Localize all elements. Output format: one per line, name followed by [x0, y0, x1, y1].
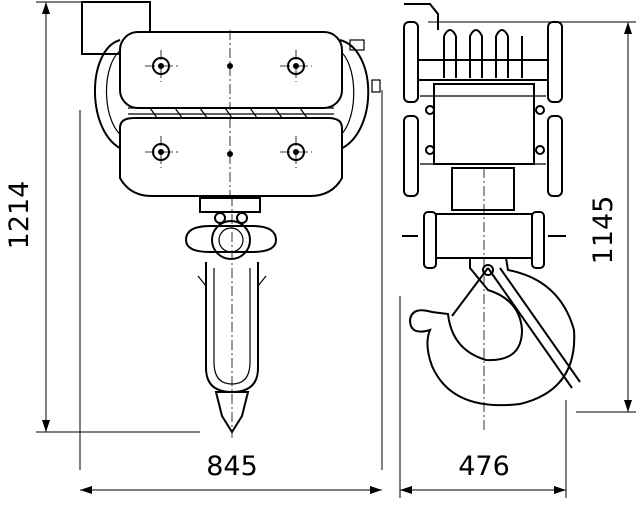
rope-grooves	[443, 36, 523, 78]
left-sheave-arc	[94, 39, 125, 151]
dim-total-height: 1214	[4, 181, 35, 250]
swivel-neck	[199, 197, 261, 213]
right-sheave-upper	[547, 21, 563, 103]
traverse-left	[423, 211, 437, 269]
top-bracket	[81, 1, 151, 55]
dimension-lines	[36, 1, 636, 498]
dim-side-height: 1145	[588, 196, 619, 265]
hook-side	[408, 257, 576, 407]
front-view	[81, 1, 381, 438]
lower-housing	[119, 117, 343, 197]
crosshead-pin	[211, 220, 251, 260]
right-sheave-arc	[337, 39, 370, 151]
left-sheave-upper	[403, 21, 419, 103]
right-sheave-lower	[547, 115, 563, 197]
dim-side-width: 476	[458, 451, 510, 482]
center-block	[433, 83, 535, 165]
side-view	[402, 3, 581, 430]
crosshead	[184, 225, 278, 253]
safety-latch	[451, 267, 581, 389]
traverse-right	[531, 211, 545, 269]
dim-front-width: 845	[206, 451, 258, 482]
left-sheave-lower	[403, 115, 419, 197]
swivel-shaft	[451, 167, 515, 211]
